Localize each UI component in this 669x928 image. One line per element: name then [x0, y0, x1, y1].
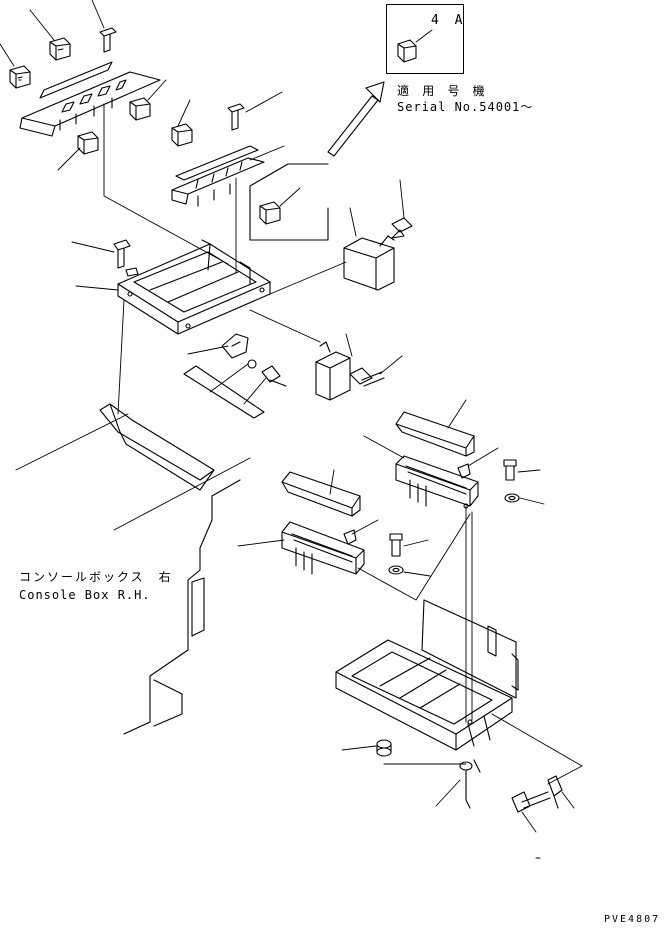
lower-tray [335, 599, 519, 751]
grommet-icon [459, 759, 481, 809]
relay-icon [77, 131, 99, 155]
relay-bracket-assembly-center [171, 145, 265, 207]
bolt-icon [99, 27, 117, 53]
console-box-outline [123, 479, 241, 735]
detail-callout-box [249, 163, 329, 241]
screw-icon [389, 533, 403, 557]
connector-cover [395, 411, 475, 457]
screw-icon [503, 459, 517, 481]
clip-icon [457, 463, 471, 479]
bolt-icon [391, 217, 413, 239]
connector-cover [281, 471, 361, 517]
clip-icon [221, 333, 249, 359]
relay-icon [397, 29, 433, 63]
applicable-serial-heading: 適 用 号 機 [397, 84, 488, 98]
bolt-icon [511, 791, 551, 813]
drawing-code: PVE4807 [604, 914, 661, 925]
connector-block [281, 521, 365, 575]
clip-icon [343, 529, 357, 545]
console-box-label-jp: コンソールボックス 右 [19, 570, 173, 584]
nut-icon [376, 739, 392, 757]
inset-frame [386, 4, 464, 74]
connector-block [395, 455, 479, 509]
relay-icon [171, 123, 193, 147]
washer-icon [504, 493, 520, 503]
serial-number-label: Serial No.54001～ [397, 100, 534, 114]
timer-unit [343, 235, 395, 291]
bolt-icon [349, 367, 385, 387]
bolt-icon [227, 103, 245, 131]
relay-icon [49, 37, 71, 61]
relay-icon [9, 65, 31, 89]
clamp-icon [547, 775, 563, 809]
flasher-unit [315, 341, 351, 401]
main-tray-bracket [117, 239, 271, 335]
arrow-to-inset-icon [327, 81, 385, 157]
bolt-icon [113, 239, 131, 269]
relay-icon [129, 97, 151, 121]
stay-bracket [99, 365, 265, 491]
inset-ref-label: 4 A [431, 13, 467, 28]
washer-icon [388, 565, 404, 575]
console-box-label-en: Console Box R.H. [19, 588, 151, 602]
bolt-icon [247, 359, 287, 387]
relay-bracket-assembly-left [19, 61, 161, 137]
